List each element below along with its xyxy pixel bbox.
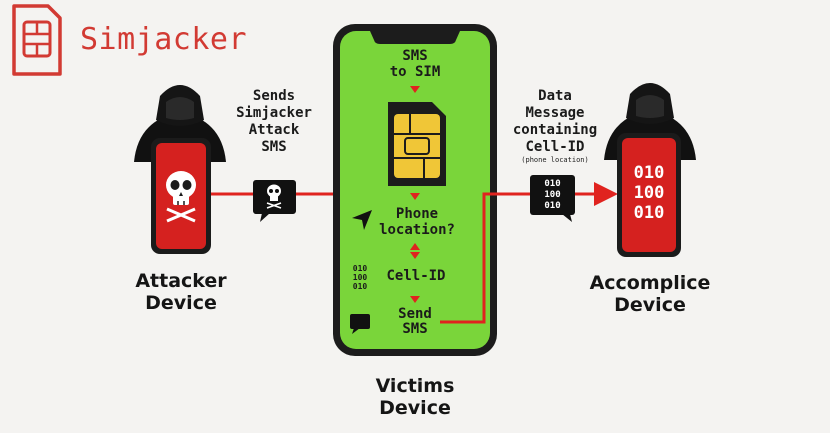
binary-line: 010 [352,264,368,273]
sim-logo-icon [12,4,62,76]
binary-line: 010 [544,179,561,189]
step-arrow-icon [410,193,420,200]
data-message-label: Data Message containing Cell-ID (phone l… [500,88,610,165]
data-bubble-binary: 010 100 010 [530,179,575,212]
caption-line: Victims [375,375,455,397]
label-line: containing [512,122,598,138]
location-arrow-icon [352,210,372,230]
cell-id-binary: 010 100 010 [346,264,374,291]
label-line: Data [538,88,572,104]
label-line: Simjacker [236,105,312,121]
step-sms-to-sim: SMS to SIM [375,48,455,80]
skull-bubble-icon [253,180,296,222]
attacker-caption: Attacker Device [120,270,242,314]
binary-line: 100 [544,190,561,200]
label-line: Message [525,105,585,121]
binary-line: 100 [352,273,368,282]
step-arrow-icon [410,296,420,303]
binary-line: 010 [633,203,665,223]
step-arrow-icon [410,243,420,250]
label-line: Sends [252,88,296,104]
step-phone-location: Phone location? [370,206,464,238]
label-line: Cell-ID [525,139,585,155]
data-bubble-icon [530,175,575,222]
caption-line: Attacker [135,270,227,292]
chat-bubble-icon [350,314,370,334]
victim-caption: Victims Device [350,375,480,419]
label-line: Send [398,306,432,322]
label-line: SMS [402,48,428,64]
label-line: Phone [395,206,439,222]
accomplice-screen-binary: 010 100 010 [622,163,676,223]
label-line: location? [379,222,455,238]
accomplice-phone-icon [617,133,681,257]
caption-line: Device [379,397,451,419]
caption-line: Device [614,294,686,316]
binary-line: 010 [352,282,368,291]
label-line: SMS [261,139,287,155]
step-cell-id: Cell-ID [386,268,446,284]
sim-card-icon [388,102,446,186]
accomplice-caption: Accomplice Device [580,272,720,316]
step-send-sms: Send SMS [380,307,450,337]
sends-attack-label: Sends Simjacker Attack SMS [222,88,326,156]
binary-line: 010 [633,163,665,183]
binary-line: 100 [633,183,665,203]
label-line: SMS [402,321,428,337]
binary-line: 010 [544,201,561,211]
step-arrow-icon [410,252,420,259]
step-arrow-icon [410,86,420,93]
caption-line: Device [145,292,217,314]
label-line: Attack [248,122,300,138]
skull-icon [166,171,196,223]
label-line: to SIM [389,64,441,80]
caption-line: Accomplice [589,272,711,294]
victim-phone-icon [333,24,497,356]
brand-title: Simjacker [80,22,248,57]
data-message-note: (phone location) [521,156,589,164]
